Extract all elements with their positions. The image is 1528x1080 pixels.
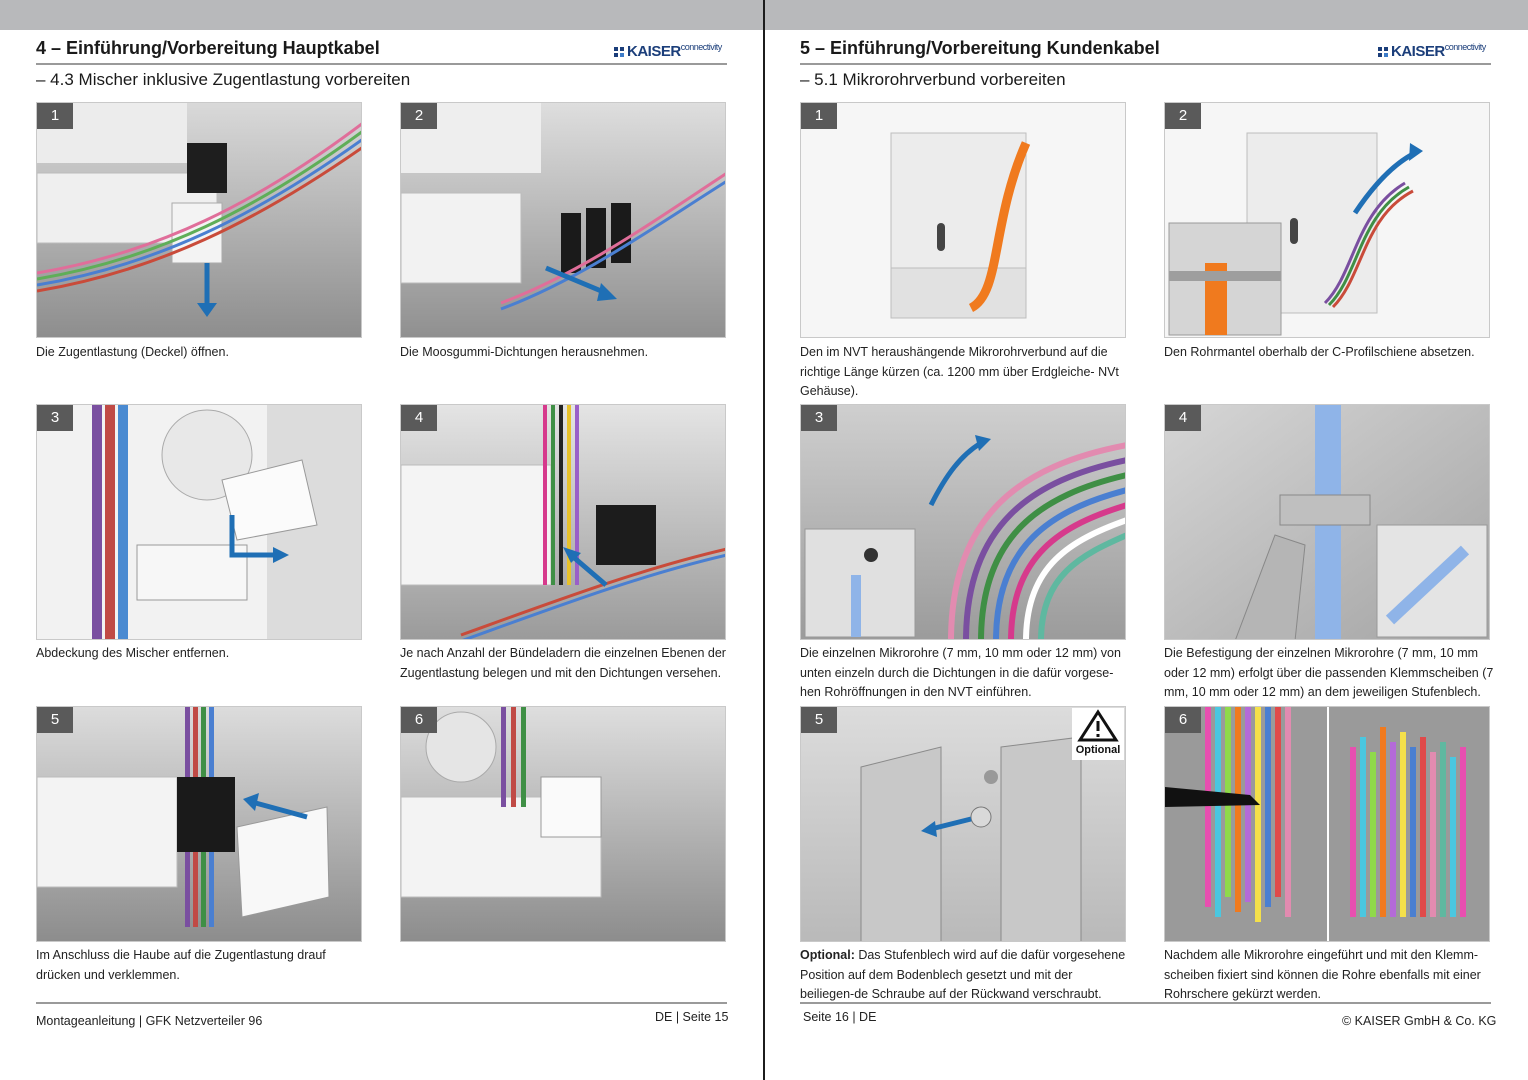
tubes-left (1205, 707, 1291, 922)
right-page: 5 – Einführung/Vorbereitung Kundenkabel … (765, 30, 1528, 1080)
illustration (401, 103, 725, 337)
step-5-caption: Optional: Das Stufenblech wird auf die d… (800, 946, 1130, 1005)
footer-left: Montageanleitung | GFK Netzverteiler 96 (36, 1014, 263, 1028)
section-title: – 5.1 Mikrorohrverbund vorbereiten (800, 70, 1066, 89)
illustration (1165, 707, 1489, 941)
step-4-caption: Je nach Anzahl der Bündeladern die einze… (400, 646, 726, 680)
illustration (801, 707, 1125, 941)
header-rule (800, 63, 1491, 65)
logo-mark-icon (1378, 47, 1388, 57)
figure-step-1: 1 (36, 102, 362, 338)
illustration (401, 707, 725, 941)
footer-rule (36, 1002, 727, 1004)
step-number: 1 (801, 103, 837, 129)
step-number: 4 (401, 405, 437, 431)
caption-bold: Optional: (800, 948, 855, 962)
illustration (401, 405, 725, 639)
step-1-caption: Die Zugentlastung (Deckel) öffnen. (36, 345, 229, 359)
caption-text: Das Stufenblech wird auf die dafür vorge… (800, 948, 1126, 1001)
footer-page-number: DE | Seite 15 (655, 1010, 729, 1024)
figure-step-5: 5 Optional (800, 706, 1126, 942)
step-number: 5 (801, 707, 837, 733)
step-2-caption: Die Moosgummi-Dichtungen herausnehmen. (400, 345, 649, 359)
tubes-right (1350, 727, 1466, 917)
logo-brand: KAISER (627, 43, 681, 60)
figure-step-2: 2 (1164, 102, 1490, 338)
page-spine (763, 0, 765, 1080)
figure-step-6: 6 (1164, 706, 1490, 942)
step-number: 5 (37, 707, 73, 733)
illustration (801, 103, 1125, 337)
figure-step-4: 4 (1164, 404, 1490, 640)
step-number: 6 (401, 707, 437, 733)
step-number: 2 (401, 103, 437, 129)
illustration (801, 405, 1125, 639)
step-3-caption: Abdeckung des Mischer entfernen. (36, 646, 230, 660)
logo-sub: connectivity (680, 42, 723, 52)
footer-copyright: © KAISER GmbH & Co. KG (1342, 1014, 1497, 1028)
step-6-caption: Nachdem alle Mikrorohre eingeführt und m… (1164, 948, 1481, 1001)
chapter-title: 5 – Einführung/Vorbereitung Kundenkabel (800, 38, 1160, 58)
step-number: 4 (1165, 405, 1201, 431)
figure-step-5: 5 (36, 706, 362, 942)
illustration (37, 405, 361, 639)
section-title: – 4.3 Mischer inklusive Zugentlastung vo… (36, 70, 411, 89)
illustration (1165, 103, 1489, 337)
step-5-caption: Im Anschluss die Haube auf die Zugentlas… (36, 948, 326, 982)
figure-step-2: 2 (400, 102, 726, 338)
chapter-title: 4 – Einführung/Vorbereitung Hauptkabel (36, 38, 380, 58)
figure-step-6: 6 (400, 706, 726, 942)
step-number: 3 (801, 405, 837, 431)
left-page: 4 – Einführung/Vorbereitung Hauptkabel K… (0, 30, 763, 1080)
step-3-caption: Die einzelnen Mikrorohre (7 mm, 10 mm od… (800, 646, 1121, 699)
step-2-caption: Den Rohrmantel oberhalb der C-Profilschi… (1164, 345, 1475, 359)
figure-step-4: 4 (400, 404, 726, 640)
figure-step-3: 3 (36, 404, 362, 640)
kaiser-logo: KAISERconnectivity (614, 42, 722, 60)
illustration (1165, 405, 1489, 639)
logo-brand: KAISER (1391, 43, 1445, 60)
optional-warning-badge: Optional (1072, 708, 1124, 760)
step-1-caption: Den im NVT heraushängende Mikrorohrverbu… (800, 345, 1119, 398)
step-number: 3 (37, 405, 73, 431)
step-4-caption: Die Befestigung der einzelnen Mikrorohre… (1164, 646, 1494, 699)
illustration (37, 707, 361, 941)
footer-rule (800, 1002, 1491, 1004)
logo-sub: connectivity (1444, 42, 1487, 52)
step-number: 2 (1165, 103, 1201, 129)
optional-badge-label: Optional (1075, 744, 1121, 756)
header-rule (36, 63, 727, 65)
step-number: 6 (1165, 707, 1201, 733)
step-number: 1 (37, 103, 73, 129)
logo-mark-icon (614, 47, 624, 57)
footer-page-number: Seite 16 | DE (803, 1010, 877, 1024)
kaiser-logo: KAISERconnectivity (1378, 42, 1486, 60)
figure-step-1: 1 (800, 102, 1126, 338)
figure-step-3: 3 (800, 404, 1126, 640)
illustration (37, 103, 361, 337)
warning-triangle-icon (1077, 709, 1119, 742)
